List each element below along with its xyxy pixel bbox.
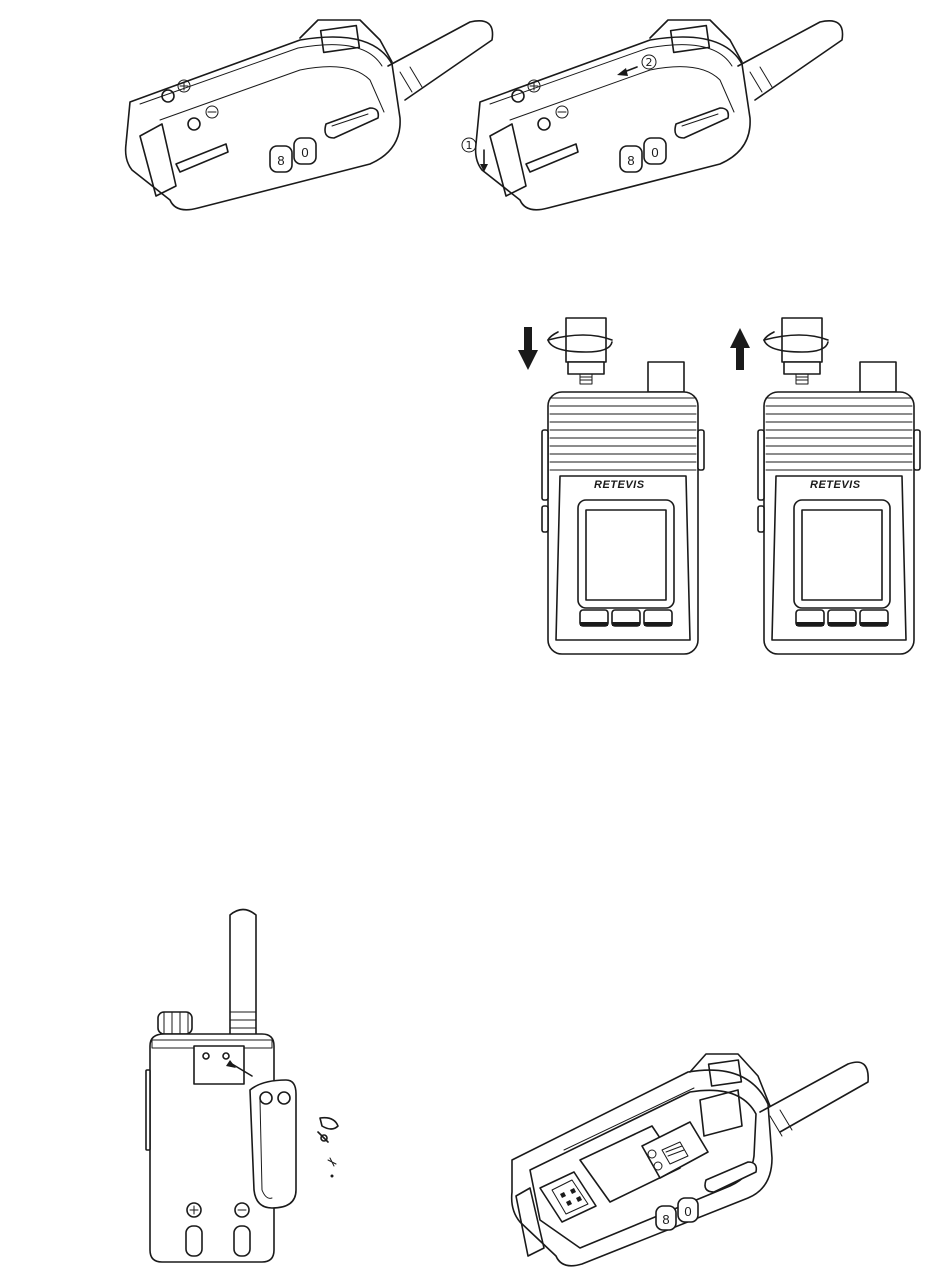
step-1-marker: 1 xyxy=(462,138,488,172)
radio-back-battery-cover-figure: 8 0 xyxy=(126,20,493,210)
install-down-arrow xyxy=(518,327,538,370)
remove-up-arrow xyxy=(730,328,750,370)
key-0-label-fig1: 0 xyxy=(301,145,308,160)
step-1-number: 1 xyxy=(466,139,473,152)
antenna-install-figure: RETEVIS xyxy=(518,318,704,654)
key-8-label-fig1: 8 xyxy=(277,153,284,168)
brand-logo-fig4: RETEVIS xyxy=(810,479,861,491)
brand-logo-fig3: RETEVIS xyxy=(594,479,645,491)
antenna-remove-figure: RETEVIS xyxy=(730,318,920,654)
key-0-label-fig2: 0 xyxy=(651,145,658,160)
key-0-label-fig6: 0 xyxy=(684,1204,691,1219)
step-2-marker: 2 xyxy=(617,55,656,76)
soft-keys-fig4 xyxy=(796,610,888,626)
battery-compartment-figure: 8 0 xyxy=(512,1054,869,1266)
battery-cover-removal-figure: 8 0 1 2 xyxy=(462,20,843,210)
step-2-number: 2 xyxy=(646,56,653,69)
belt-clip-install-figure xyxy=(146,910,338,1263)
key-8-label-fig2: 8 xyxy=(627,153,634,168)
soft-keys-fig3 xyxy=(580,610,672,626)
key-8-label-fig6: 8 xyxy=(662,1212,669,1227)
